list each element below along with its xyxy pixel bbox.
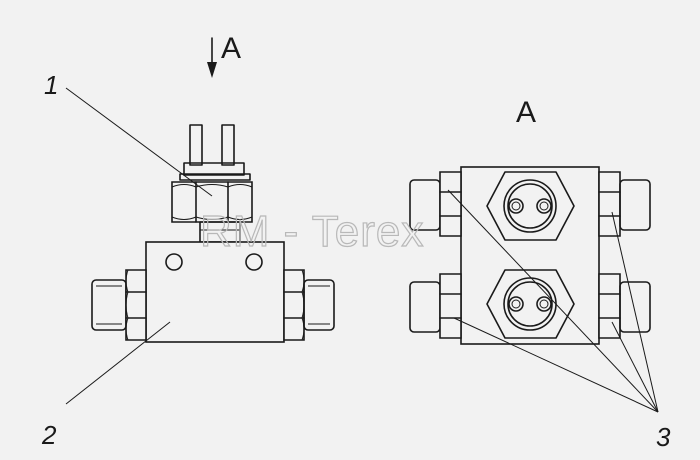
callout-3: 3 (656, 422, 671, 452)
left-fitting (91, 269, 147, 341)
leader-lines (65, 87, 659, 413)
leader-3c (611, 211, 659, 413)
view-direction-arrow (207, 37, 217, 78)
leader-3a (447, 189, 659, 413)
fitting-right-top (598, 171, 651, 237)
leader-3d (611, 321, 659, 413)
view-label: A (516, 96, 536, 129)
leader-2 (65, 321, 171, 405)
sensor-hex-nut (171, 181, 253, 223)
callout-1: 1 (44, 70, 58, 100)
fitting-right-bottom (598, 273, 651, 339)
right-fitting (283, 269, 335, 341)
view-arrow-label: A (221, 32, 241, 65)
fitting-left-top (409, 171, 462, 237)
leader-1 (65, 87, 213, 197)
sensor-top (486, 171, 575, 241)
valve-body-front (460, 166, 600, 345)
leader-3b (453, 317, 659, 413)
sensor-pin-left (189, 124, 203, 166)
sensor-bottom (486, 269, 575, 339)
fitting-left-bottom (409, 273, 462, 339)
valve-body (145, 241, 285, 343)
mounting-hole-right (245, 253, 263, 271)
front-view-a (409, 166, 651, 345)
sensor-pin-right (221, 124, 235, 166)
watermark: RM - Terex (200, 207, 424, 256)
side-view (91, 124, 335, 343)
callout-2: 2 (41, 420, 57, 450)
mounting-hole-left (165, 253, 183, 271)
